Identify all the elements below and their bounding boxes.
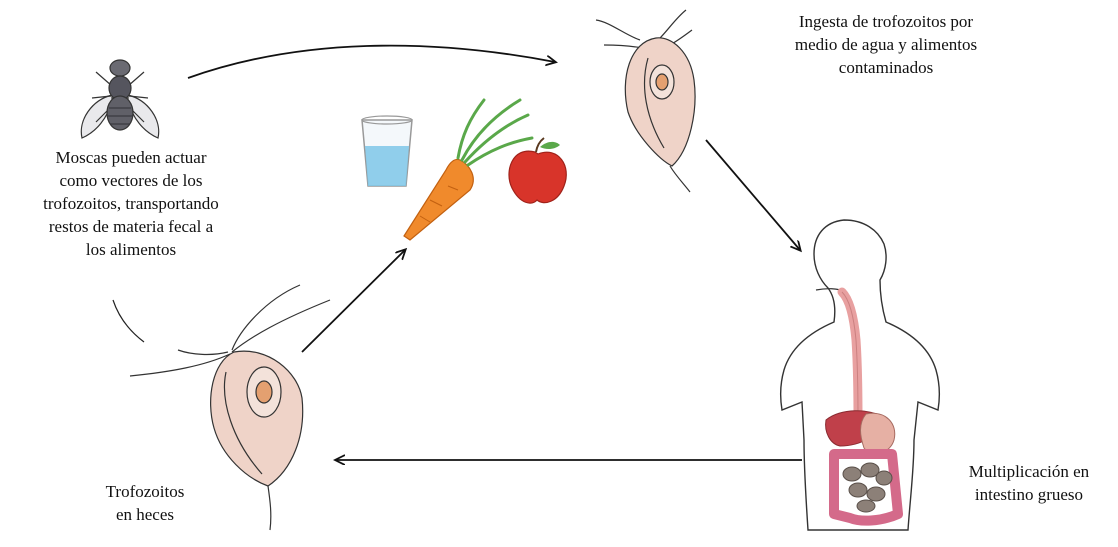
trophozoite-icon-top: [596, 10, 695, 192]
fly-icon: [81, 60, 158, 138]
fly-label-connector: [113, 300, 144, 342]
human-body-icon: [781, 220, 940, 530]
arrow-ingestion-to-body: [706, 140, 800, 250]
apple-icon: [509, 138, 566, 203]
water-glass-icon: [362, 116, 412, 186]
multiplication-label: Multiplicación en intestino grueso: [944, 460, 1114, 506]
flies-vector-label: Moscas pueden actuar como vectores de lo…: [0, 146, 262, 261]
arrow-fly-to-ingestion: [188, 46, 555, 78]
ingestion-label: Ingesta de trofozoitos por medio de agua…: [748, 10, 1024, 79]
arrow-feces-to-food: [302, 250, 405, 352]
trophozoites-in-feces-label: Trofozoitos en heces: [60, 480, 230, 526]
